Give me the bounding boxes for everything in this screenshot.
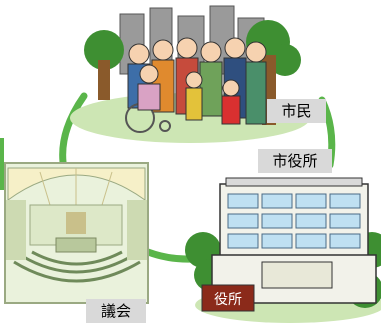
assembly-seating	[13, 250, 141, 283]
city-hall-sign	[201, 284, 255, 312]
assembly-left-wall	[6, 200, 26, 260]
citizens-illustration	[70, 5, 310, 143]
city-hall-windows	[227, 193, 361, 249]
city-hall-roof	[225, 177, 363, 187]
wheelchair-user	[137, 64, 161, 111]
ring-stub-left	[0, 138, 4, 190]
city-hall-label: 市役所	[258, 149, 332, 173]
citizens-label: 市民	[267, 99, 326, 123]
city-hall-sign-text: 役所	[214, 292, 242, 308]
city-hall-entrance	[261, 261, 333, 289]
assembly-right-wall	[127, 200, 147, 260]
ring-arc-left	[59, 92, 88, 166]
assembly-illustration	[4, 162, 149, 304]
assembly-ceiling-ribs	[39, 168, 113, 206]
assembly-podium	[55, 237, 97, 253]
assembly-label: 議会	[86, 299, 146, 323]
assembly-emblem	[66, 212, 86, 234]
city-hall-illustration: 役所	[185, 177, 381, 323]
